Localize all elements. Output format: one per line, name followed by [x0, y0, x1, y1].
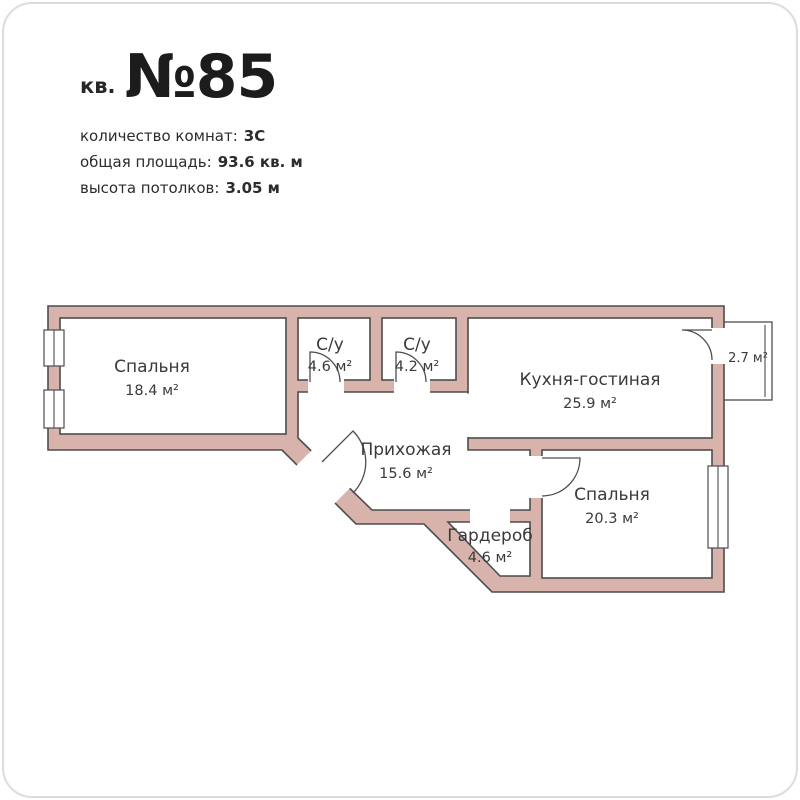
- detail-total-area: общая площадь: 93.6 кв. м: [80, 153, 303, 171]
- apartment-header: кв. №85 количество комнат: 3С общая площ…: [80, 42, 303, 197]
- door-arc-icon-entrance: [321, 430, 367, 494]
- room-kitchen-living: [467, 317, 713, 439]
- detail-ceiling-height: высота потолков: 3.05 м: [80, 179, 303, 197]
- room-hallway-area-label: 15.6 м²: [379, 466, 433, 482]
- room-kitchen-living-area-label: 25.9 м²: [563, 396, 617, 412]
- door-opening-balcony: [710, 328, 726, 364]
- apartment-number: №85: [124, 42, 279, 112]
- room-bathroom-1-area-label: 4.6 м²: [308, 359, 352, 375]
- apartment-title: кв. №85: [80, 42, 303, 112]
- detail-rooms-value: 3С: [243, 127, 266, 146]
- room-wardrobe-area-label: 4.6 м²: [468, 550, 512, 566]
- detail-rooms: количество комнат: 3С: [80, 127, 303, 145]
- room-kitchen-living-name-label: Кухня-гостиная: [519, 370, 660, 390]
- window-icon-bedroom-2: [707, 465, 729, 549]
- apartment-details: количество комнат: 3С общая площадь: 93.…: [80, 127, 303, 197]
- door-opening-bathroom-1: [308, 378, 344, 394]
- door-arc-icon-bedroom-2: [541, 457, 581, 497]
- detail-total-area-label: общая площадь:: [80, 153, 212, 172]
- room-bathroom-2-area-label: 4.2 м²: [395, 359, 439, 375]
- room-bathroom-1-name-label: С/у: [316, 335, 344, 355]
- door-opening-entrance: [292, 448, 352, 508]
- room-wardrobe-name-label: Гардероб: [447, 526, 532, 546]
- window-icon-bedroom-1-lower: [43, 389, 65, 429]
- open-passage-kitchen-hallway: [463, 393, 473, 437]
- room-hallway-name-label: Прихожая: [360, 440, 451, 460]
- detail-ceiling-height-value: 3.05 м: [225, 179, 280, 198]
- apartment-label: кв.: [80, 74, 116, 99]
- door-opening-bedroom-2: [528, 456, 544, 498]
- room-bathroom-2-name-label: С/у: [403, 335, 431, 355]
- balcony-area-label: 2.7 м²: [728, 351, 768, 366]
- door-arc-icon-bathroom-2: [395, 351, 427, 383]
- door-opening-wardrobe: [470, 508, 510, 524]
- detail-ceiling-height-label: высота потолков:: [80, 179, 220, 198]
- room-bedroom-1-name-label: Спальня: [114, 357, 190, 377]
- balcony-outline: [721, 321, 773, 401]
- room-bedroom-1-area-label: 18.4 м²: [125, 383, 179, 399]
- detail-total-area-value: 93.6 кв. м: [217, 153, 303, 172]
- door-opening-bathroom-2: [394, 378, 430, 394]
- window-icon-bedroom-1-upper: [43, 329, 65, 367]
- room-bedroom-2-name-label: Спальня: [574, 485, 650, 505]
- room-bedroom-2-area-label: 20.3 м²: [585, 511, 639, 527]
- room-bedroom-1: [59, 317, 287, 435]
- detail-rooms-label: количество комнат:: [80, 127, 238, 146]
- room-bedroom-2: [541, 449, 713, 579]
- door-arc-icon-balcony: [681, 329, 713, 361]
- door-arc-icon-bathroom-1: [309, 351, 341, 383]
